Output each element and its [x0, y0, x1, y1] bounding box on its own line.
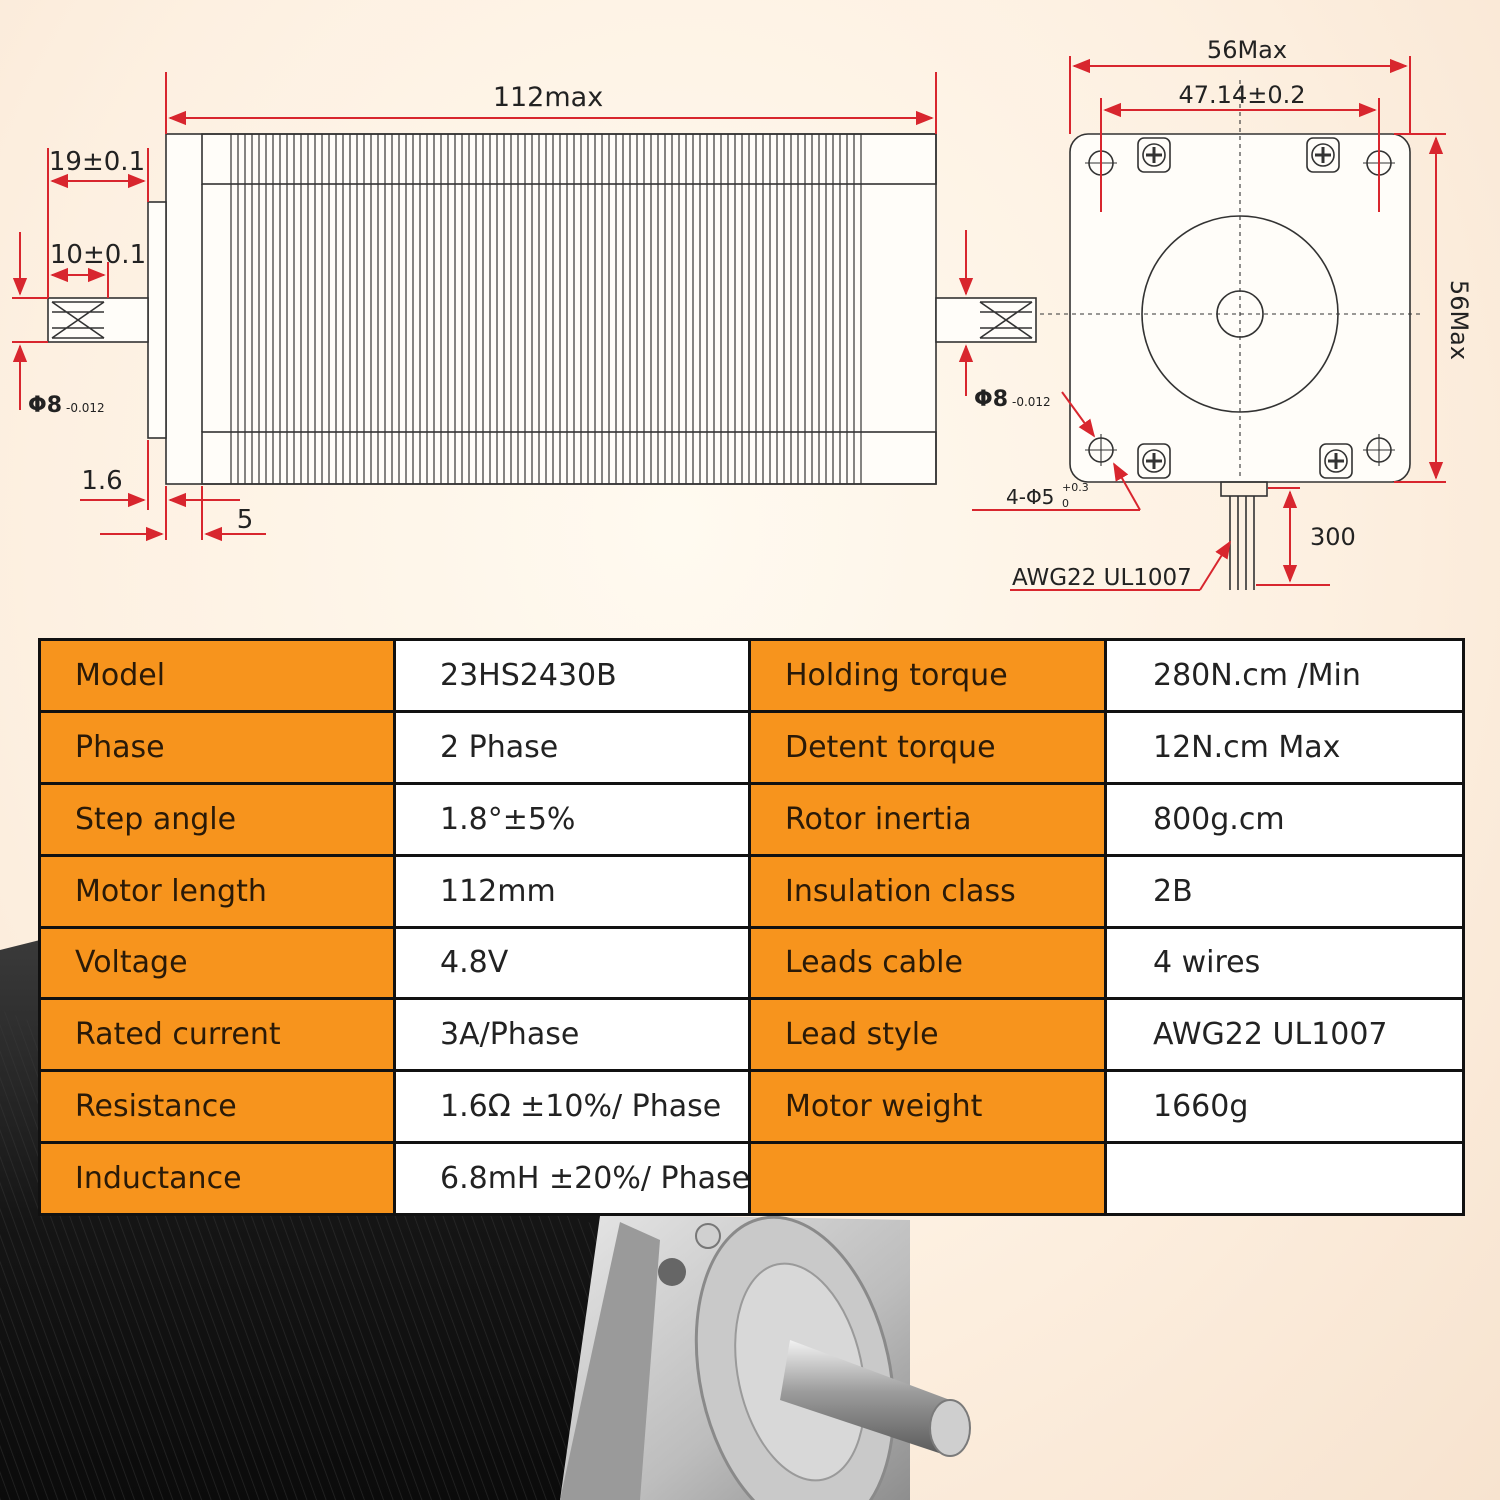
spec-value: 1660g: [1104, 1069, 1465, 1145]
spec-label: Rotor inertia: [748, 781, 1107, 857]
spec-label: Phase: [38, 709, 396, 785]
spec-value: 2 Phase: [393, 709, 751, 785]
spec-value: 4.8V: [393, 925, 751, 1001]
table-row: Resistance 1.6Ω ±10%/ Phase Motor weight…: [38, 1069, 1465, 1145]
table-row: Model 23HS2430B Holding torque 280N.cm /…: [38, 638, 1465, 713]
spec-value: 23HS2430B: [393, 638, 751, 713]
motor-front-view: [1040, 80, 1420, 590]
spec-label: Insulation class: [748, 853, 1107, 929]
spec-value: 800g.cm: [1104, 781, 1465, 857]
spec-value: 6.8mH ±20%/ Phase: [393, 1141, 751, 1216]
flange-thickness-label: 1.6: [81, 466, 122, 496]
lead-length-label: 300: [1310, 523, 1356, 551]
spec-label: Holding torque: [748, 638, 1107, 713]
frame-height-label: 56Max: [1445, 280, 1473, 360]
spec-value: 12N.cm Max: [1104, 709, 1465, 785]
spec-value: 3A/Phase: [393, 997, 751, 1073]
shaft-diameter-left-label: Φ8: [28, 393, 62, 418]
spec-label: Lead style: [748, 997, 1107, 1073]
spec-label: Rated current: [38, 997, 396, 1073]
table-row: Motor length 112mm Insulation class 2B: [38, 853, 1465, 929]
shaft-diameter-right-label: Φ8: [974, 387, 1008, 412]
spec-label: Model: [38, 638, 396, 713]
shaft-length-label: 19±0.1: [49, 147, 145, 177]
table-row: Step angle 1.8°±5% Rotor inertia 800g.cm: [38, 781, 1465, 857]
spec-value: 112mm: [393, 853, 751, 929]
spec-label: Step angle: [38, 781, 396, 857]
motor-side-view: [47, 133, 1037, 485]
flat-length-label: 10±0.1: [50, 240, 146, 270]
spec-value: 280N.cm /Min: [1104, 638, 1465, 713]
shaft-tolerance-left-label: -0.012: [66, 401, 105, 415]
boss-height-label: 5: [237, 505, 254, 535]
spec-label: Resistance: [38, 1069, 396, 1145]
spec-value: 1.6Ω ±10%/ Phase: [393, 1069, 751, 1145]
spec-value: 1.8°±5%: [393, 781, 751, 857]
hole-spacing-label: 47.14±0.2: [1179, 81, 1306, 109]
spec-label: Detent torque: [748, 709, 1107, 785]
shaft-tolerance-right-label: -0.012: [1012, 395, 1051, 409]
spec-value: AWG22 UL1007: [1104, 997, 1465, 1073]
spec-label: Leads cable: [748, 925, 1107, 1001]
table-row: Voltage 4.8V Leads cable 4 wires: [38, 925, 1465, 1001]
lead-type-label: AWG22 UL1007: [1012, 565, 1192, 591]
spec-label: [748, 1141, 1107, 1216]
mounting-holes-tol-lower: 0: [1062, 497, 1069, 510]
table-row: Rated current 3A/Phase Lead style AWG22 …: [38, 997, 1465, 1073]
spec-value: 2B: [1104, 853, 1465, 929]
technical-drawing: 112max 19±0.1 10±0.1 Φ8 -0.012 1.6 5 Φ8 …: [12, 36, 1473, 591]
spec-value: [1104, 1141, 1465, 1216]
spec-table: Model 23HS2430B Holding torque 280N.cm /…: [38, 638, 1465, 1216]
spec-label: Motor weight: [748, 1069, 1107, 1145]
mounting-holes-tol-upper: +0.3: [1062, 481, 1089, 494]
table-row: Phase 2 Phase Detent torque 12N.cm Max: [38, 709, 1465, 785]
mounting-holes-label: 4-Φ5: [1006, 485, 1054, 509]
spec-label: Motor length: [38, 853, 396, 929]
spec-value: 4 wires: [1104, 925, 1465, 1001]
spec-label: Voltage: [38, 925, 396, 1001]
frame-width-label: 56Max: [1207, 36, 1287, 64]
table-row: Inductance 6.8mH ±20%/ Phase: [38, 1141, 1465, 1216]
front-view-dimensions: [972, 56, 1446, 591]
length-max-label: 112max: [493, 82, 603, 113]
side-view-dimensions: [12, 72, 974, 542]
spec-label: Inductance: [38, 1141, 396, 1216]
